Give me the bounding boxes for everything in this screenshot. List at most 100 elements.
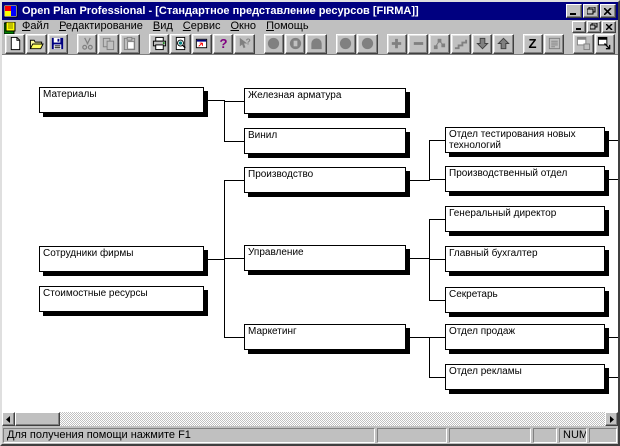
tree-node-label: Маркетинг — [248, 326, 297, 337]
save-button[interactable] — [47, 33, 69, 54]
node-circle-1-button[interactable] — [263, 33, 285, 54]
menu-help[interactable]: Помощь — [266, 20, 309, 32]
tree-node[interactable]: Маркетинг — [244, 324, 406, 350]
magnifier-page-icon — [175, 36, 186, 51]
app-icon[interactable] — [3, 4, 18, 18]
scrollbar-thumb[interactable] — [15, 412, 60, 426]
open-folder-icon — [29, 39, 44, 50]
clipboard-icon — [124, 36, 136, 51]
tree-node[interactable]: Производство — [244, 167, 406, 193]
printer-icon — [152, 36, 166, 51]
scroll-right-button[interactable] — [605, 412, 618, 426]
window-layout-button[interactable] — [573, 33, 594, 54]
document-icon[interactable] — [3, 21, 17, 34]
copy-button[interactable] — [98, 33, 119, 54]
scrollbar-track[interactable] — [60, 412, 605, 426]
move-up-button[interactable] — [493, 33, 514, 54]
tree-node-label: Главный бухгалтер — [449, 248, 538, 259]
child-minimize-button[interactable] — [572, 20, 586, 33]
horizontal-scrollbar — [2, 412, 618, 426]
tree-connector-offscreen — [605, 179, 618, 180]
zoom-z-button[interactable]: Z — [522, 33, 543, 54]
print-preview-button[interactable] — [170, 33, 191, 54]
tree-connector — [429, 219, 445, 220]
close-button[interactable] — [600, 4, 616, 18]
tree-connector — [429, 259, 445, 260]
question-mark-icon: ? — [219, 36, 227, 51]
dome-node-icon — [311, 38, 322, 50]
tree-node[interactable]: Управление — [244, 245, 406, 271]
notes-button[interactable] — [543, 33, 565, 54]
tree-node[interactable]: Главный бухгалтер — [445, 246, 605, 272]
node-circle-3-button[interactable] — [335, 33, 357, 54]
scroll-left-button[interactable] — [2, 412, 15, 426]
scissors-icon — [81, 37, 93, 50]
toolbar: ? ? Z — [2, 33, 618, 55]
link-nodes-button[interactable] — [429, 33, 450, 54]
tree-node[interactable]: Отдел тестирования новых технологий — [445, 127, 605, 153]
arrow-right-icon — [610, 415, 614, 423]
floppy-disk-icon — [52, 37, 64, 50]
tree-node[interactable]: Генеральный директор — [445, 206, 605, 232]
menu-window[interactable]: Окно — [230, 20, 257, 32]
menu-service[interactable]: Сервис — [182, 20, 221, 32]
minimize-button[interactable] — [566, 4, 582, 18]
new-document-icon — [10, 36, 20, 51]
open-button[interactable] — [26, 33, 47, 54]
remove-button[interactable] — [407, 33, 429, 54]
plus-icon — [391, 38, 402, 49]
menu-bar: Файл Редактирование Вид Сервис Окно Помо… — [2, 20, 618, 34]
resource-tree-canvas: Материалы Сотрудники фирмы Стоимостные р… — [2, 55, 618, 412]
title-bar: Open Plan Professional - [Стандартное пр… — [2, 2, 618, 20]
tree-node[interactable]: Сотрудники фирмы — [39, 246, 204, 272]
node-circle-2-button[interactable] — [285, 33, 306, 54]
tree-connector — [406, 258, 429, 259]
minus-icon — [413, 42, 423, 45]
tree-connector — [204, 259, 224, 260]
tree-node[interactable]: Секретарь — [445, 287, 605, 313]
tree-connector — [429, 219, 430, 301]
menu-view[interactable]: Вид — [152, 20, 173, 32]
node-circle-4-button[interactable] — [357, 33, 378, 54]
add-button[interactable] — [386, 33, 407, 54]
tree-node-label: Железная арматура — [248, 90, 342, 101]
menu-file[interactable]: Файл — [22, 20, 50, 32]
tree-connector — [429, 337, 430, 378]
window-expand-button[interactable] — [594, 33, 615, 54]
page-setup-button[interactable] — [191, 33, 213, 54]
status-panel — [449, 428, 531, 443]
tree-node-label: Сотрудники фирмы — [43, 248, 134, 259]
arrow-down-icon — [475, 37, 489, 50]
child-restore-button[interactable] — [587, 20, 601, 33]
tree-node[interactable]: Материалы — [39, 87, 204, 113]
child-close-button[interactable] — [602, 20, 616, 33]
help-button[interactable]: ? — [213, 33, 234, 54]
node-dome-button[interactable] — [306, 33, 327, 54]
tree-node[interactable]: Винил — [244, 128, 406, 154]
tree-node[interactable]: Отдел рекламы — [445, 364, 605, 390]
svg-text:?: ? — [246, 36, 251, 46]
restore-button[interactable] — [583, 4, 599, 18]
menu-edit[interactable]: Редактирование — [59, 20, 143, 32]
tree-node-label: Отдел рекламы — [449, 366, 522, 377]
cut-button[interactable] — [77, 33, 98, 54]
tree-node[interactable]: Стоимостные ресурсы — [39, 286, 204, 312]
status-num-indicator: NUM — [559, 428, 587, 443]
tree-connector — [429, 337, 445, 338]
linked-dots-icon — [433, 38, 445, 50]
context-help-button[interactable]: ? — [234, 33, 255, 54]
paste-button[interactable] — [119, 33, 141, 54]
circle-node-icon — [340, 37, 352, 50]
status-panel — [589, 428, 617, 443]
steps-button[interactable] — [450, 33, 471, 54]
tree-node[interactable]: Производственный отдел — [445, 166, 605, 192]
new-button[interactable] — [5, 33, 26, 54]
window-title: Open Plan Professional - [Стандартное пр… — [22, 5, 419, 17]
tree-node-label: Материалы — [43, 89, 97, 100]
tree-node[interactable]: Железная арматура — [244, 88, 406, 114]
move-down-button[interactable] — [471, 33, 493, 54]
tree-node[interactable]: Отдел продаж — [445, 324, 605, 350]
print-button[interactable] — [149, 33, 170, 54]
steps-icon — [455, 39, 468, 50]
